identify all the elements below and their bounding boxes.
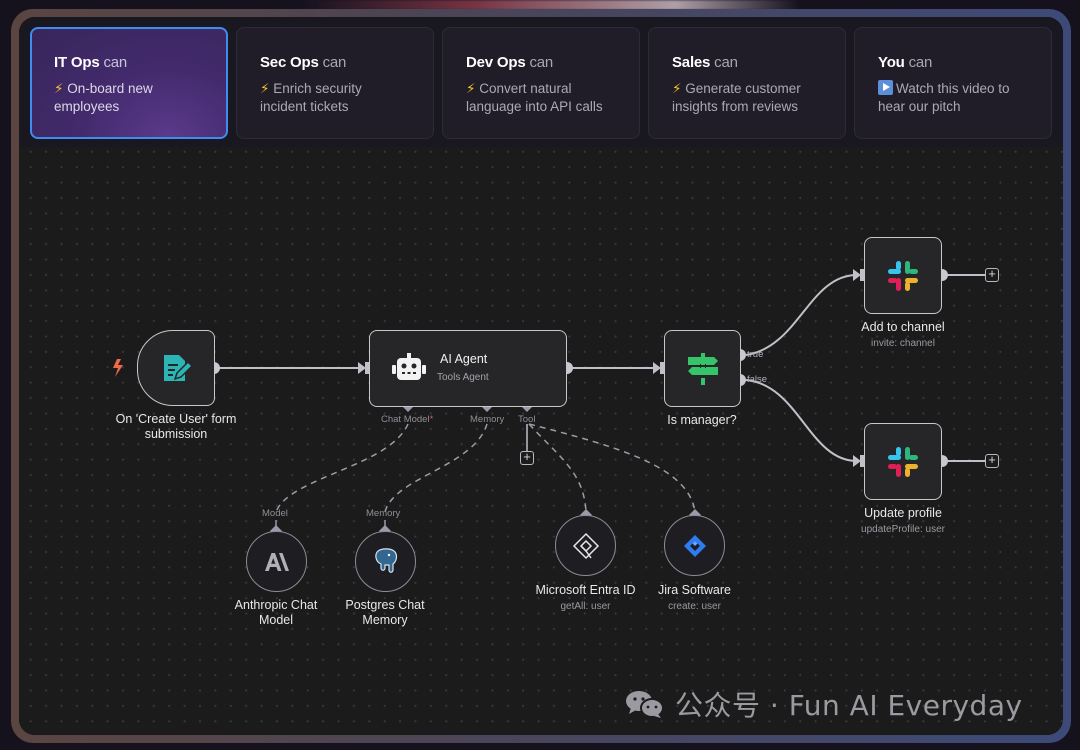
slack-node-add-to-channel[interactable] xyxy=(864,237,942,314)
add-node-after-channel-button[interactable]: + xyxy=(985,267,999,282)
add-to-channel-subtitle: invite: channel xyxy=(871,338,935,349)
ai-agent-node[interactable]: AI Agent Tools Agent xyxy=(369,330,567,407)
port-label-tool: Tool xyxy=(518,414,536,425)
add-node-after-profile-button[interactable]: + xyxy=(985,453,999,468)
edge-tool-to-jira xyxy=(528,423,696,513)
slack-node-update-profile[interactable] xyxy=(864,423,942,500)
postgres-elephant-icon xyxy=(375,548,398,573)
trigger-node-form-submission[interactable] xyxy=(137,330,215,406)
tab-dev-ops[interactable]: Dev Ops can ⚡ Convert natural language i… xyxy=(442,27,640,139)
watermark: 公众号 · Fun AI Everyday xyxy=(625,684,1023,724)
add-to-channel-label: Add to channel xyxy=(861,320,945,334)
slack-icon xyxy=(888,447,918,477)
wechat-icon xyxy=(626,691,664,718)
update-profile-label: Update profile xyxy=(864,506,942,520)
jira-subtitle: create: user xyxy=(668,601,721,612)
update-profile-subtitle: updateProfile: user xyxy=(861,524,945,535)
anthropic-chat-model-node[interactable] xyxy=(246,531,307,592)
robot-icon xyxy=(392,353,426,380)
add-tool-button[interactable]: + xyxy=(520,450,534,465)
port-label-chat-model: Chat Model* xyxy=(381,414,434,425)
tab-sales[interactable]: Sales can ⚡ Generate customer insights f… xyxy=(648,27,846,139)
tab-description: Watch this video to hear our pitch xyxy=(878,80,1010,114)
microsoft-entra-id-node[interactable] xyxy=(555,515,616,576)
tab-title: Dev Ops can xyxy=(466,54,554,71)
entra-label: Microsoft Entra ID xyxy=(535,583,636,597)
edge-true-to-add-channel xyxy=(745,274,858,356)
entra-subtitle: getAll: user xyxy=(560,601,611,612)
lightning-icon: ⚡ xyxy=(54,81,64,96)
edge-chat-model-to-anthropic xyxy=(275,423,409,513)
port-label-memory-sub: Memory xyxy=(366,508,401,519)
entra-id-icon xyxy=(572,532,600,560)
demo-panel: IT Ops can ⚡ On-board new employees Sec … xyxy=(19,17,1063,735)
branch-label-true: true xyxy=(747,349,764,360)
edge-false-to-update-profile xyxy=(745,379,858,462)
edge-memory-to-postgres xyxy=(384,423,488,513)
tab-title: You can xyxy=(878,54,933,71)
lightning-icon: ⚡ xyxy=(260,81,270,96)
jira-label: Jira Software xyxy=(658,583,731,597)
top-glow xyxy=(300,0,800,10)
signpost-icon xyxy=(688,353,718,385)
trigger-bolt-icon xyxy=(113,359,123,377)
play-icon xyxy=(878,80,893,95)
tab-sec-ops[interactable]: Sec Ops can ⚡ Enrich security incident t… xyxy=(236,27,434,139)
condition-node-label: Is manager? xyxy=(667,413,737,427)
jira-software-node[interactable] xyxy=(664,515,725,576)
tab-description: ⚡ Enrich security incident tickets xyxy=(260,81,362,114)
agent-subtitle: Tools Agent xyxy=(437,372,489,383)
port-label-model: Model xyxy=(262,508,288,519)
tab-title: IT Ops can xyxy=(54,54,128,71)
anthropic-icon xyxy=(265,553,289,571)
condition-node-is-manager[interactable] xyxy=(664,330,741,407)
branch-label-false: false xyxy=(747,374,768,385)
jira-icon xyxy=(684,535,706,557)
lightning-icon: ⚡ xyxy=(672,81,682,96)
tab-description: ⚡ On-board new employees xyxy=(54,81,153,114)
slack-icon xyxy=(888,261,918,291)
tab-you[interactable]: You can Watch this video to hear our pit… xyxy=(854,27,1052,139)
agent-title: AI Agent xyxy=(440,352,488,366)
port-label-memory: Memory xyxy=(470,414,505,425)
tab-title: Sales can xyxy=(672,54,738,71)
use-case-tabs: IT Ops can ⚡ On-board new employees Sec … xyxy=(19,17,1063,147)
postgres-chat-memory-node[interactable] xyxy=(355,531,416,592)
form-edit-icon xyxy=(164,355,193,381)
tab-description: ⚡ Convert natural language into API call… xyxy=(466,81,603,114)
tab-it-ops[interactable]: IT Ops can ⚡ On-board new employees xyxy=(30,27,228,139)
edge-tool-to-entra xyxy=(528,423,587,513)
lightning-icon: ⚡ xyxy=(466,81,476,96)
tab-title: Sec Ops can xyxy=(260,54,347,71)
tab-description: ⚡ Generate customer insights from review… xyxy=(672,81,801,114)
